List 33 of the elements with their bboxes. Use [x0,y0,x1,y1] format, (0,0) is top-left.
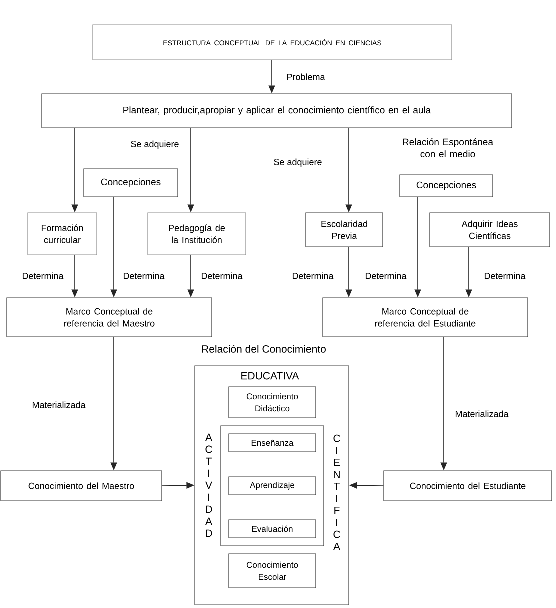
concept-box: Formación curricular [28,212,98,256]
concept-box: Conocimiento Didáctico [228,386,316,418]
vertical-text: C I E N T I F I C A [334,434,340,550]
vertical-text: A C T I V I D A D [206,434,212,538]
edge-label: Materializada [454,410,510,418]
edge-label: Determina [122,272,166,280]
group-box [220,426,324,546]
concept-box: Evaluación [228,520,316,538]
edge-label: Determina [483,272,527,280]
concept-box: Concepciones [84,168,178,198]
concept-box: Enseñanza [228,434,316,452]
framework-box: Marco Conceptual de referencia del Maestro [6,298,212,338]
knowledge-box: Conocimiento del Estudiante [384,470,552,502]
concept-box: Pedagogía de la Institución [148,212,246,256]
edge-label: Problema [286,72,326,82]
panel-title: EDUCATIVA [242,372,300,380]
edge-label: Se adquiere [272,158,324,168]
concept-box: Conocimiento Escolar [228,554,316,588]
panel-heading: Relación del Conocimiento [202,345,326,353]
edge-label: Determina [200,272,244,280]
edge-label: Determina [364,272,408,280]
process-box: Plantear, producir,apropiar y aplicar el conocimiento científico en el aula [42,94,512,128]
concept-box: Concepciones [400,174,494,198]
concept-box: Adquirir Ideas Científicas [430,212,550,248]
edge-label: Determina [291,272,335,280]
concept-box: Escolaridad Previa [306,212,384,248]
edge-label: Determina [21,272,65,280]
concept-box: Aprendizaje [228,476,316,496]
knowledge-box: Conocimiento del Maestro [0,470,162,502]
framework-box: Marco Conceptual de referencia del Estudiante [322,298,528,338]
edge-label: Se adquiere [130,140,180,150]
note-text: Relación Espontánea con el medio [403,138,494,158]
edge-label: Materializada [31,400,87,410]
